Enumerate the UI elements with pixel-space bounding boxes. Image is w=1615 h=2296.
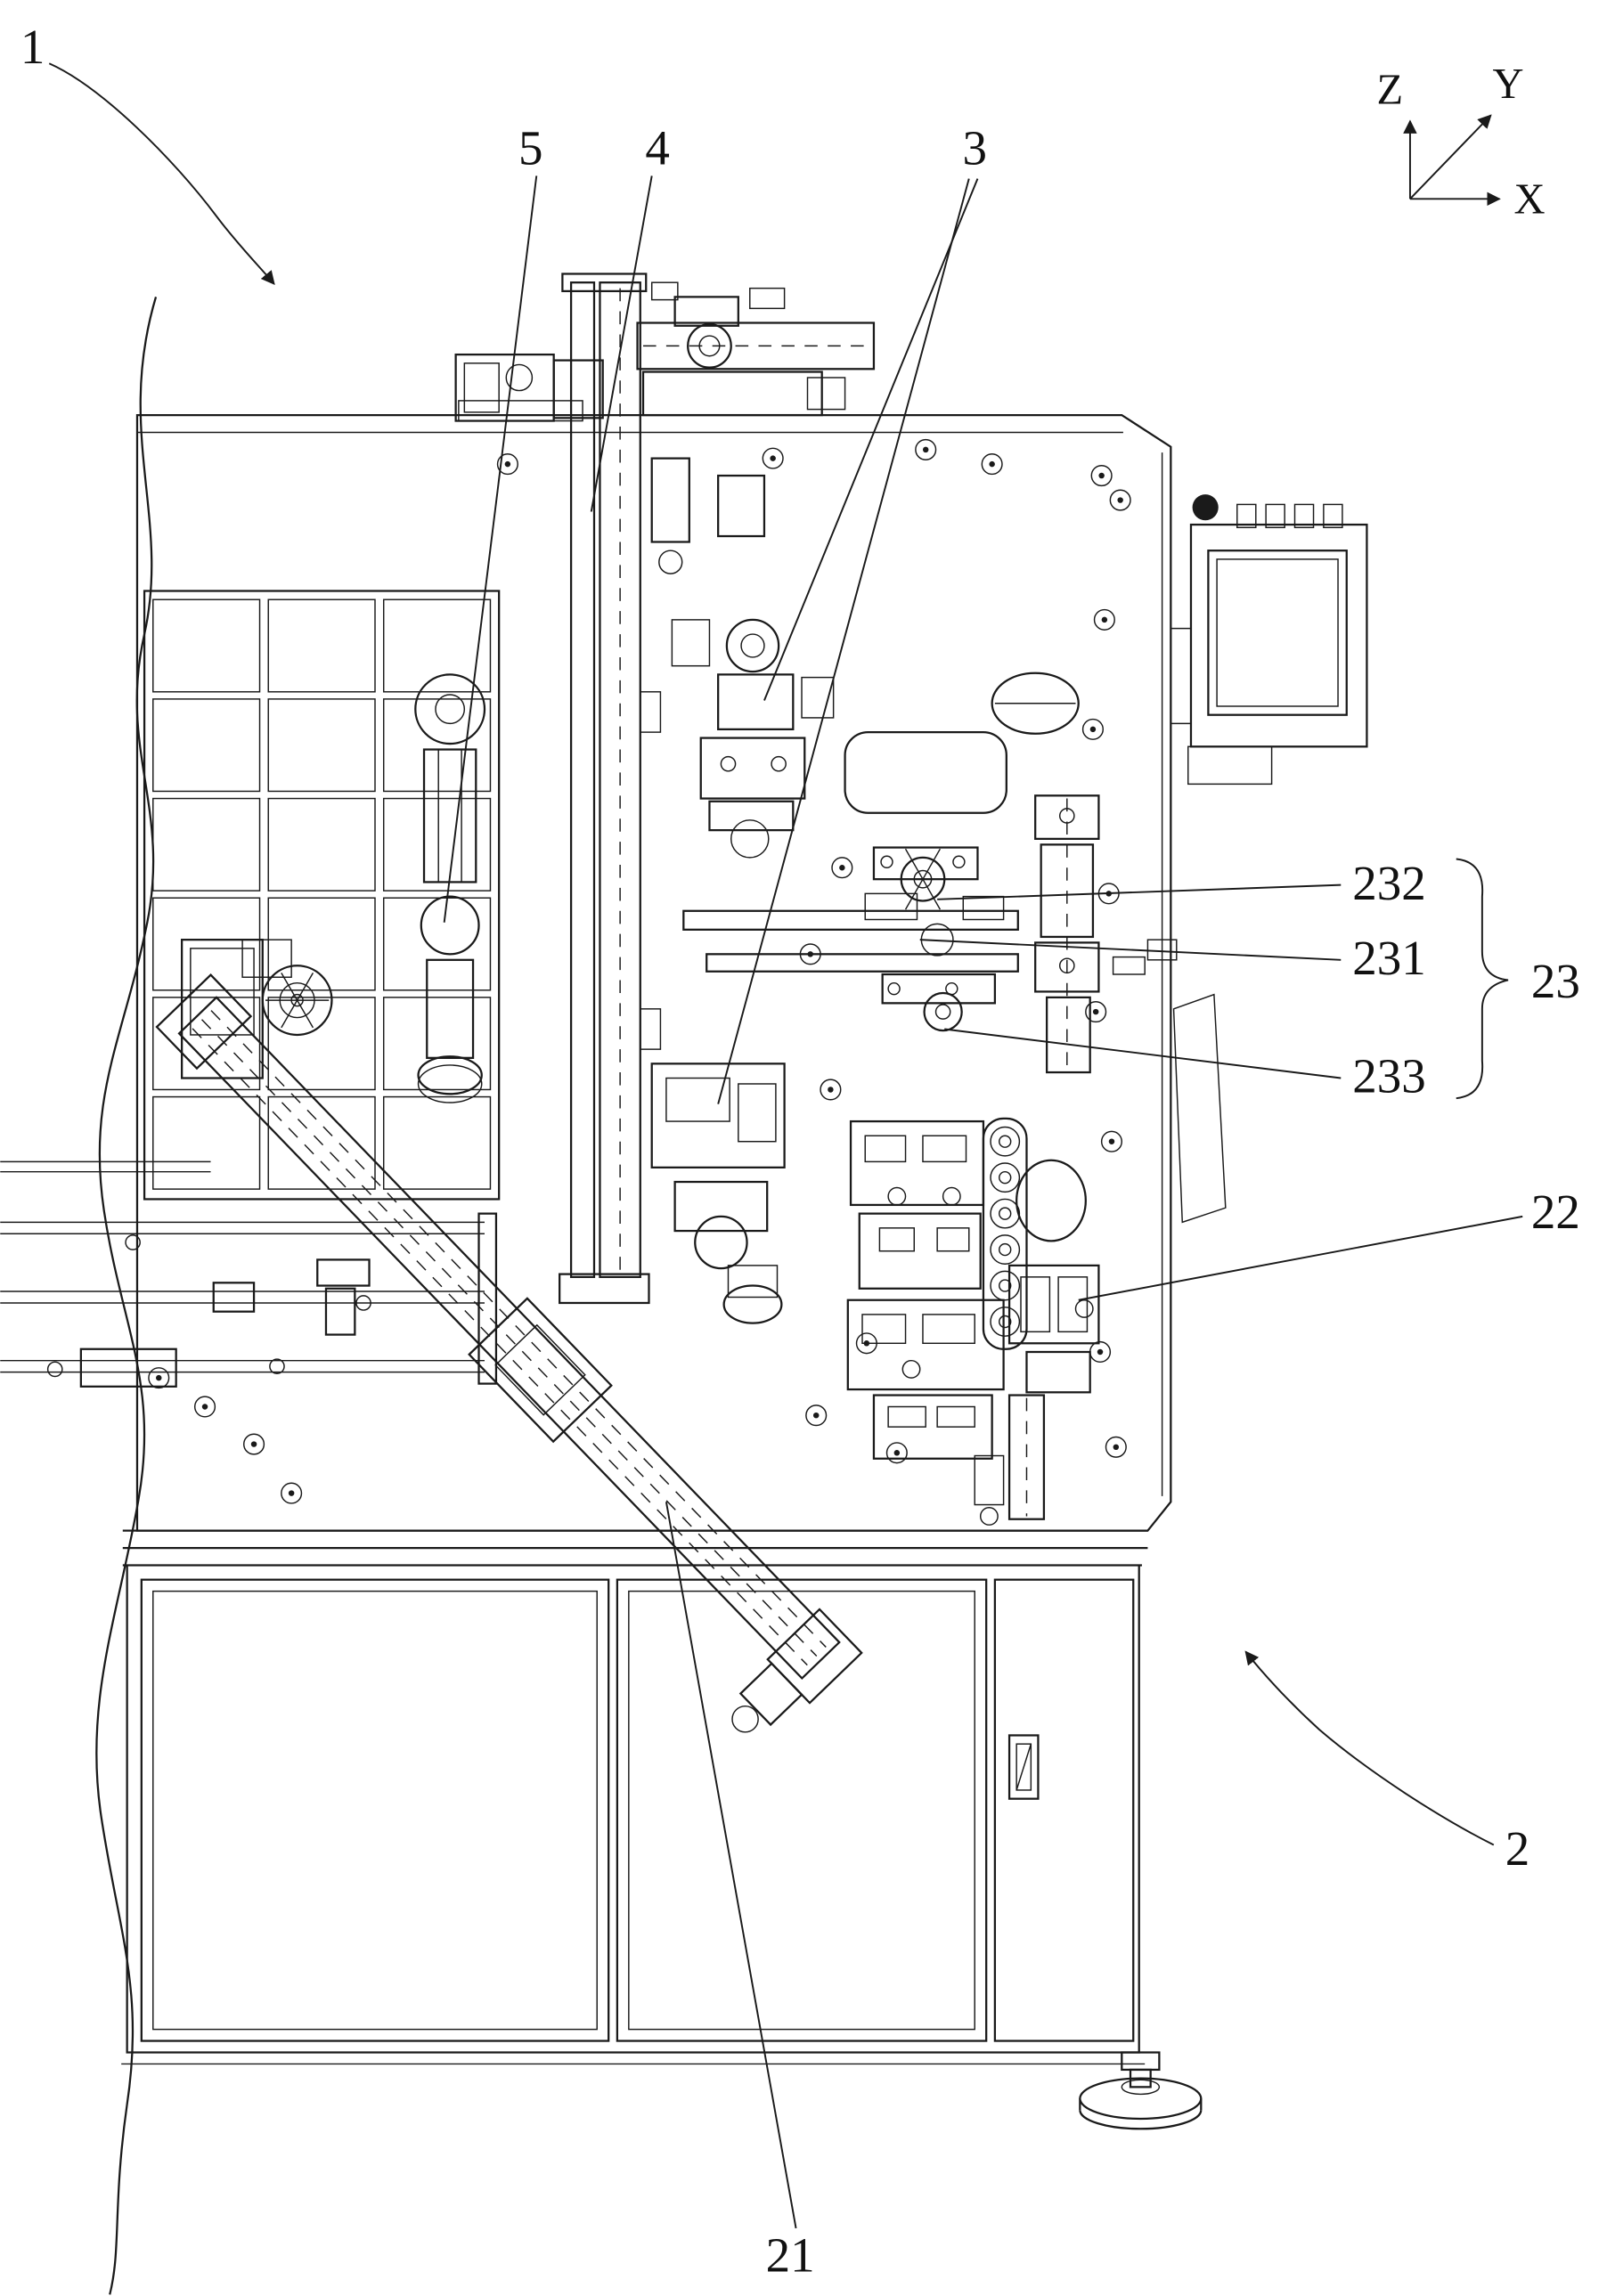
label-233: 233 (1352, 1049, 1426, 1103)
cabinet-door-left (140, 1578, 610, 2042)
leader-3a (763, 178, 979, 701)
estop-button (1192, 494, 1219, 521)
leader-3b (717, 178, 970, 1104)
axis-indicator: Z Y X (1376, 61, 1545, 223)
leader-5 (443, 175, 538, 923)
leader-233 (944, 1028, 1342, 1079)
label-5: 5 (518, 120, 543, 175)
label-4: 4 (645, 120, 670, 175)
label-22: 22 (1531, 1185, 1580, 1239)
label-231: 231 (1352, 931, 1426, 985)
reference-labels: 1 5 4 3 232 231 23 233 22 2 21 (20, 20, 1580, 2282)
machine-table-plate (135, 413, 1172, 1532)
rail-carriage (468, 1297, 613, 1444)
leader-231 (919, 939, 1342, 961)
oval-cutout-top (991, 672, 1080, 735)
axis-label-y: Y (1492, 61, 1523, 108)
door-handle (1007, 1734, 1040, 1800)
label-3: 3 (962, 120, 987, 175)
axis-label-x: X (1513, 176, 1545, 224)
hmi-panel (1170, 494, 1368, 786)
base-cabinet (121, 1529, 1148, 2065)
label-23: 23 (1531, 954, 1580, 1008)
hmi-screen (1207, 550, 1348, 716)
oval-cutout-bottom (1015, 1159, 1087, 1242)
top-gantry (454, 281, 876, 574)
fan-wheel (261, 965, 333, 1037)
assembly-mechanism-23 (682, 794, 1227, 1224)
leader-1 (48, 62, 275, 286)
cabinet-door-right (616, 1578, 988, 2042)
rounded-cutout (844, 730, 1007, 814)
center-tooling-upper (671, 618, 835, 859)
leader-22 (1078, 1215, 1523, 1301)
label-232: 232 (1352, 856, 1426, 910)
tray-array (143, 590, 501, 1201)
z-axis-column (559, 273, 662, 1305)
spindle-unit (414, 673, 486, 1103)
leader-21 (665, 1502, 797, 2229)
label-2: 2 (1505, 1821, 1530, 1876)
axis-label-z: Z (1376, 67, 1403, 114)
feeder-assembly-22 (846, 1117, 1100, 1526)
leader-4 (590, 175, 653, 512)
transfer-rail (155, 939, 863, 1733)
label-1: 1 (20, 20, 45, 74)
y-axis-arrow (1409, 114, 1492, 200)
center-tooling-lower (650, 1063, 786, 1324)
brace-23 (1456, 858, 1509, 1100)
break-line (95, 297, 158, 2295)
leader-lines (48, 62, 1523, 2229)
leader-2 (1244, 1650, 1495, 1846)
leveling-foot (1079, 2051, 1203, 2130)
mounting-holes (148, 438, 1131, 1504)
label-21: 21 (766, 2227, 815, 2282)
left-linear-rails (0, 1160, 498, 1388)
leader-232 (937, 883, 1342, 900)
